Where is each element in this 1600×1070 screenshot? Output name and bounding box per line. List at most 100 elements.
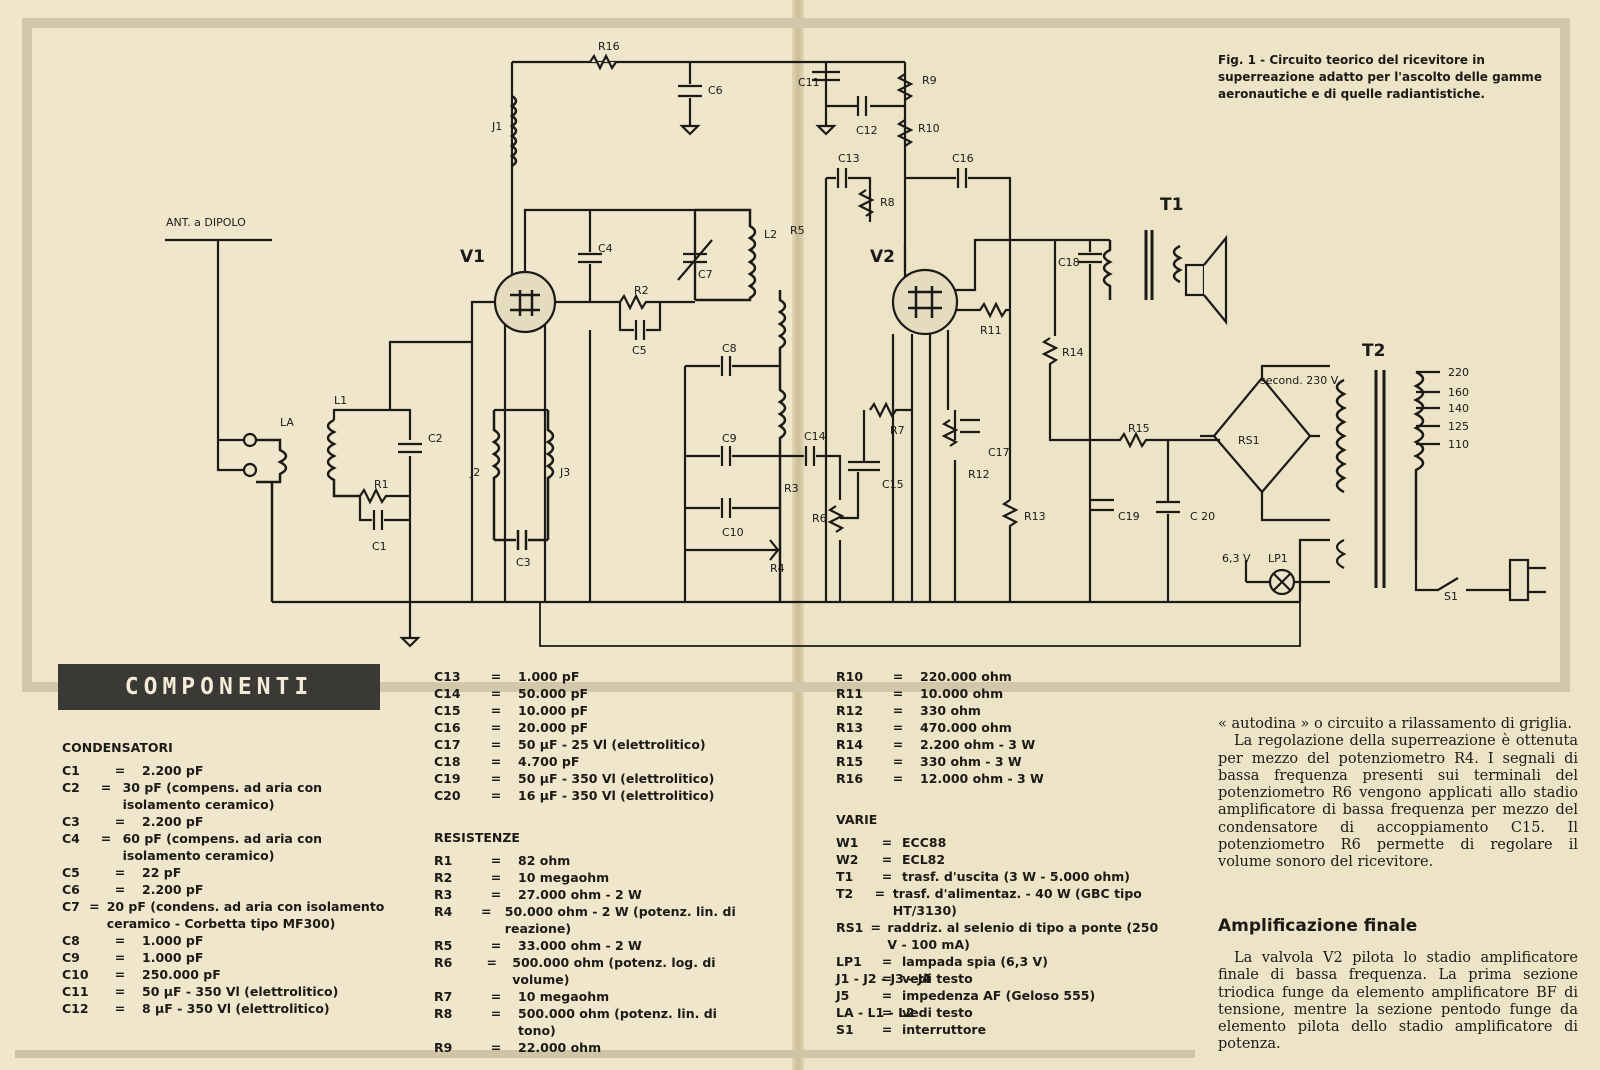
equals-sign: = <box>892 669 904 684</box>
component-code: J5 <box>836 988 850 1003</box>
equals-sign: = <box>490 703 502 718</box>
mains-plug <box>1508 558 1530 602</box>
label-j3: J3 <box>559 466 570 479</box>
component-code: W1 <box>836 835 859 850</box>
tube-v1 <box>493 270 557 334</box>
component-value: ECL82 <box>902 852 946 867</box>
equals-sign: = <box>486 955 498 970</box>
component-value: 10.000 pF <box>518 703 589 718</box>
component-row: R9=22.000 ohm <box>434 1039 759 1056</box>
component-row: S1=interruttore <box>836 1021 1166 1038</box>
component-value: 22.000 ohm <box>518 1040 602 1055</box>
equals-sign: = <box>490 989 502 1004</box>
equals-sign: = <box>114 950 126 965</box>
label-c7: C7 <box>698 268 713 281</box>
resistor-r12 <box>941 410 980 602</box>
equals-sign: = <box>490 771 502 786</box>
page-gutter <box>792 0 804 1070</box>
componenti-banner: COMPONENTI <box>58 664 380 710</box>
component-code: C7 <box>62 899 80 914</box>
component-row: C5=22 pF <box>62 864 392 881</box>
component-value: 1.000 pF <box>518 669 580 684</box>
potentiometer-r4 <box>685 539 780 561</box>
equals-sign: = <box>874 886 886 901</box>
component-row: R16=12.000 ohm - 3 W <box>836 770 1076 787</box>
component-value: trasf. d'alimentaz. - 40 W (GBC tipo HT/… <box>892 886 1142 918</box>
component-code: C11 <box>62 984 89 999</box>
left-page <box>0 0 796 1070</box>
label-c15: C15 <box>882 478 904 491</box>
tap-220: 220 <box>1448 366 1469 379</box>
component-row: C8=1.000 pF <box>62 932 392 949</box>
resistor-r13 <box>1001 499 1019 602</box>
equals-sign: = <box>892 737 904 752</box>
component-value: vedi testo <box>902 1005 973 1020</box>
capacitor-c5 <box>618 302 662 340</box>
component-code: R9 <box>434 1040 453 1055</box>
component-code: C2 <box>62 780 80 795</box>
label-c14: C14 <box>804 430 826 443</box>
label-c17: C17 <box>988 446 1010 459</box>
component-row: C19=50 μF - 350 Vl (elettrolitico) <box>434 770 759 787</box>
choke-j3 <box>545 410 555 540</box>
second-label: second. 230 V <box>1260 374 1339 387</box>
component-value: 50 μF - 25 Vl (elettrolitico) <box>518 737 706 752</box>
component-code: R3 <box>434 887 453 902</box>
label-rs1: RS1 <box>1238 434 1260 447</box>
label-c1: C1 <box>372 540 387 553</box>
component-code: T2 <box>836 886 854 901</box>
condensatori-title: CONDENSATORI <box>62 740 173 755</box>
capacitor-c9 <box>685 446 780 466</box>
component-row: C10=250.000 pF <box>62 966 392 983</box>
capacitor-c18 <box>1078 240 1102 602</box>
component-value: raddriz. al selenio di tipo a ponte (250… <box>887 920 1159 952</box>
coil-l2 <box>695 208 757 302</box>
label-j2: J2 <box>469 466 480 479</box>
component-code: W2 <box>836 852 859 867</box>
t1-label: T1 <box>1160 195 1183 215</box>
equals-sign: = <box>114 984 126 999</box>
resistor-r16 <box>589 53 617 71</box>
switch-s1 <box>1414 560 1510 592</box>
label-r8: R8 <box>880 196 895 209</box>
component-code: R1 <box>434 853 453 868</box>
component-row: R1=82 ohm <box>434 852 759 869</box>
component-row: C17=50 μF - 25 Vl (elettrolitico) <box>434 736 759 753</box>
label-r6: R6 <box>812 512 827 525</box>
component-code: R6 <box>434 955 453 970</box>
component-value: 16 μF - 350 Vl (elettrolitico) <box>518 788 715 803</box>
component-row: W1=ECC88 <box>836 834 1166 851</box>
component-row: C11=50 μF - 350 Vl (elettrolitico) <box>62 983 392 1000</box>
component-row: C4=60 pF (compens. ad aria con isolament… <box>62 830 392 864</box>
component-value: lampada spia (6,3 V) <box>902 954 1048 969</box>
component-value: 22 pF <box>142 865 182 880</box>
component-code: C19 <box>434 771 461 786</box>
component-row: R5=33.000 ohm - 2 W <box>434 937 759 954</box>
component-code: C20 <box>434 788 461 803</box>
article-intro: « autodina » o circuito a rilassamento d… <box>1218 716 1578 872</box>
component-code: R15 <box>836 754 864 769</box>
component-row: R13=470.000 ohm <box>836 719 1076 736</box>
component-row: C18=4.700 pF <box>434 753 759 770</box>
label-c18: C18 <box>1058 256 1080 269</box>
equals-sign: = <box>490 1006 502 1021</box>
label-c5: C5 <box>632 344 647 357</box>
component-code: R14 <box>836 737 864 752</box>
tube-v2-label: V2 <box>870 247 895 267</box>
component-code: C1 <box>62 763 80 778</box>
component-value: 220.000 ohm <box>920 669 1012 684</box>
component-code: R2 <box>434 870 453 885</box>
label-r14: R14 <box>1062 346 1084 359</box>
figure-caption: Fig. 1 - Circuito teorico del ricevitore… <box>1218 53 1542 101</box>
equals-sign: = <box>881 1022 893 1037</box>
component-row: C2=30 pF (compens. ad aria con isolament… <box>62 779 392 813</box>
resistor-r10 <box>896 119 914 147</box>
equals-sign: = <box>881 869 893 884</box>
label-r13: R13 <box>1024 510 1046 523</box>
article-p3: La valvola V2 pilota lo stadio amplifica… <box>1218 950 1578 1053</box>
component-code: R4 <box>434 904 453 919</box>
component-value: 1.000 pF <box>142 950 204 965</box>
